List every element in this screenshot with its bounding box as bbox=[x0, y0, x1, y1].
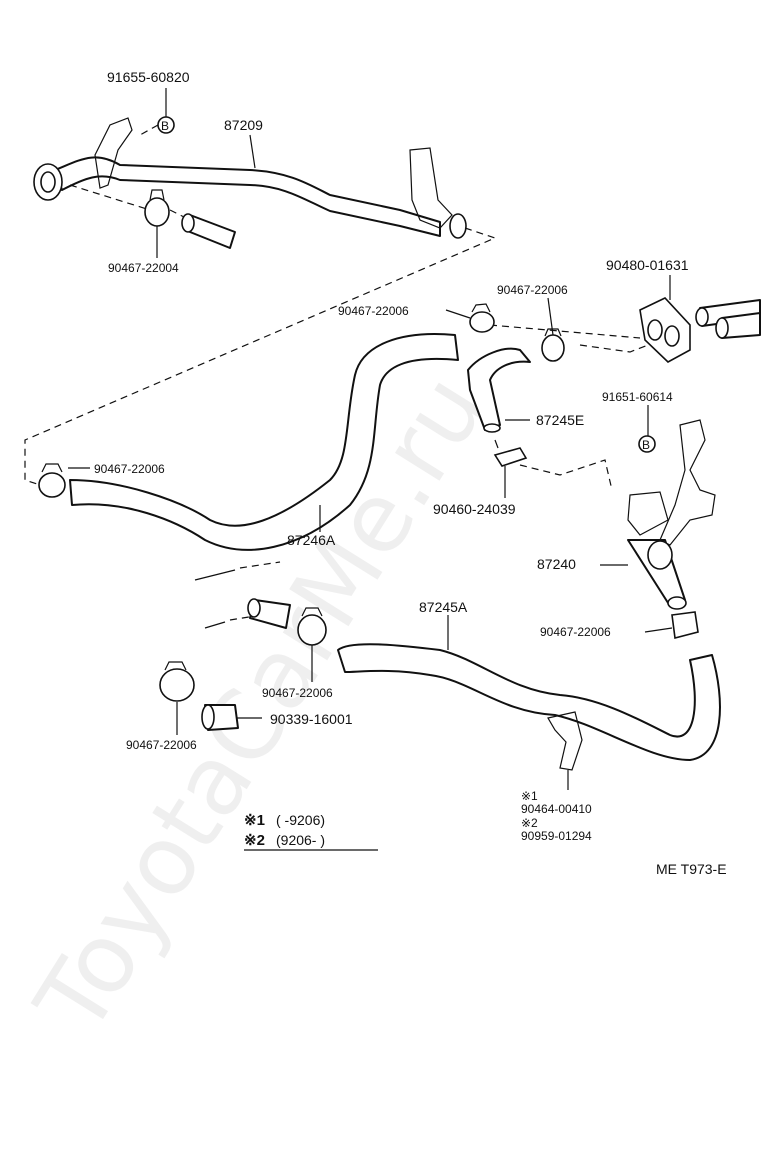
clamp-90467-22006-left bbox=[38, 463, 66, 498]
label-91655-60820: 91655-60820 bbox=[107, 69, 190, 85]
label-90460-24039: 90460-24039 bbox=[433, 501, 516, 517]
bolt-letter: B bbox=[642, 438, 650, 452]
note-2-range: (9206- ) bbox=[276, 832, 325, 848]
hose-clip bbox=[547, 711, 583, 771]
watermark-text: ToyotaCarMe.ru bbox=[14, 356, 508, 1053]
label-87209: 87209 bbox=[224, 117, 263, 133]
note-1-range: ( -9206) bbox=[276, 812, 325, 828]
label-clip-note1: ※1 bbox=[521, 789, 538, 803]
label-90339-16001: 90339-16001 bbox=[270, 711, 353, 727]
label-90464-00410: 90464-00410 bbox=[521, 802, 592, 816]
bolt-mark-top: B bbox=[139, 116, 175, 136]
label-90467-22006-e: 90467-22006 bbox=[262, 686, 333, 700]
clamp-90467-22006-lower-left bbox=[159, 661, 195, 702]
label-90467-22004: 90467-22004 bbox=[108, 261, 179, 275]
label-87246a: 87246A bbox=[287, 532, 336, 548]
label-90467-22006-d: 90467-22006 bbox=[540, 625, 611, 639]
valve-87240 bbox=[627, 419, 716, 610]
bolt-letter: B bbox=[161, 119, 169, 133]
grommet-90460 bbox=[493, 439, 528, 467]
gasket-90480 bbox=[639, 297, 761, 363]
clamp-90467-22004 bbox=[144, 189, 170, 227]
label-90467-22006-b: 90467-22006 bbox=[497, 283, 568, 297]
hose-87245a bbox=[337, 643, 721, 761]
pipe-stub-87245a bbox=[247, 598, 291, 629]
plug-90339 bbox=[201, 704, 239, 731]
hose-87246a bbox=[69, 333, 459, 551]
clamp-90467-22006-valve bbox=[671, 611, 699, 640]
note-1-mark: ※1 bbox=[244, 812, 265, 829]
pipe-87209 bbox=[33, 117, 467, 239]
note-2-mark: ※2 bbox=[244, 832, 265, 849]
label-91651-60614: 91651-60614 bbox=[602, 390, 673, 404]
label-90467-22006-f: 90467-22006 bbox=[126, 738, 197, 752]
diagram-code: ME T973-E bbox=[656, 861, 727, 877]
clamp-90467-22006-top-left bbox=[469, 303, 495, 333]
label-90959-01294: 90959-01294 bbox=[521, 829, 592, 843]
hose-87245e bbox=[467, 347, 531, 433]
label-87245e: 87245E bbox=[536, 412, 584, 428]
label-90480-01631: 90480-01631 bbox=[606, 257, 689, 273]
label-90467-22006-c: 90467-22006 bbox=[94, 462, 165, 476]
label-87245a: 87245A bbox=[419, 599, 468, 615]
leader-lines bbox=[68, 88, 673, 790]
label-87240: 87240 bbox=[537, 556, 576, 572]
pipe-right-end bbox=[449, 213, 467, 239]
label-90467-22006-a: 90467-22006 bbox=[338, 304, 409, 318]
label-clip-note2: ※2 bbox=[521, 816, 538, 830]
bolt-mark-right: B bbox=[638, 435, 656, 453]
hose-stub-top bbox=[181, 213, 236, 249]
legend-notes: ※1 ( -9206) ※2 (9206- ) bbox=[244, 812, 378, 851]
